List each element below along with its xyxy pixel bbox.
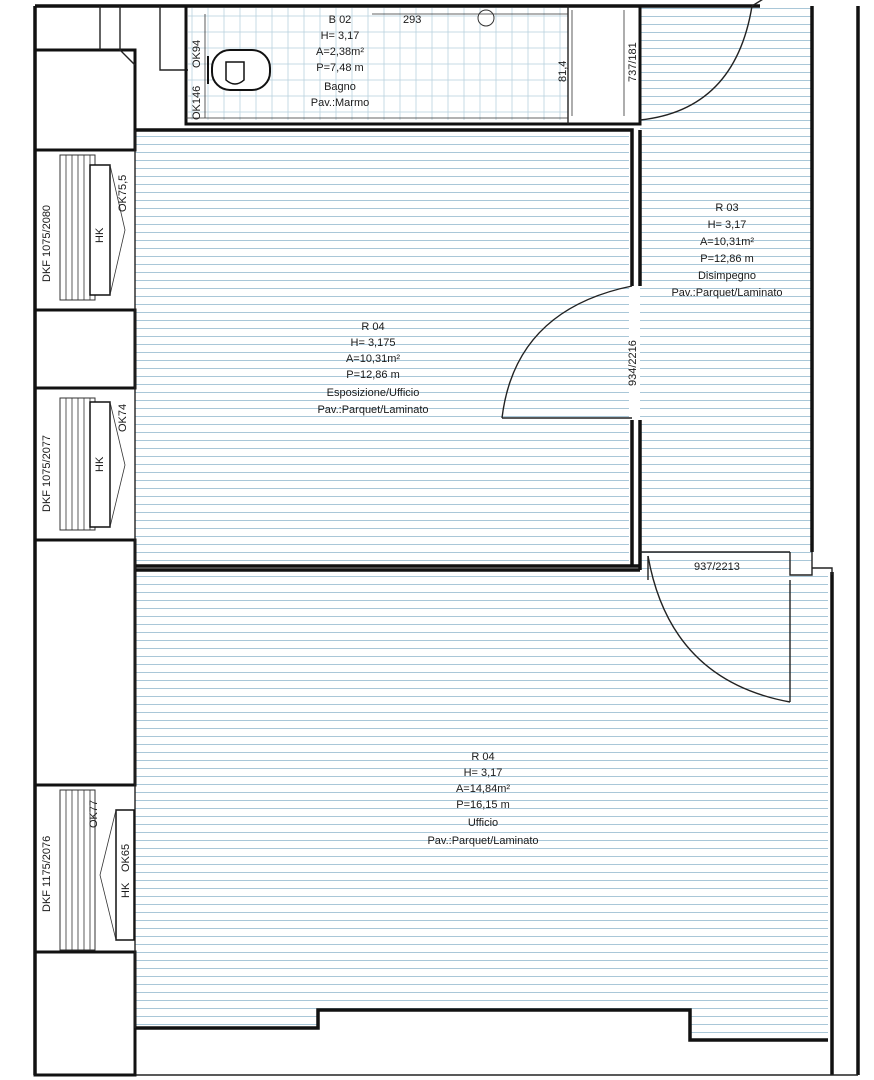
esposizione-height: H= 3,175: [351, 337, 396, 349]
window-1-dkf: DKF 1075/2080: [41, 205, 53, 282]
interior-walls: [134, 128, 833, 1028]
bagno-perimeter: P=7,48 m: [316, 62, 363, 74]
disimpegno-height: H= 3,17: [708, 219, 747, 231]
room-label-disimpegno: R 03 H= 3,17 A=10,31m² P=12,86 m Disimpe…: [671, 202, 782, 299]
wall-blocks: [33, 6, 188, 1077]
bagno-walls: [184, 4, 642, 126]
room-label-bagno: B 02 H= 3,17 A=2,38m² P=7,48 m Bagno Pav…: [311, 14, 369, 109]
bagno-area: A=2,38m²: [316, 46, 364, 58]
window-1-hk: HK: [94, 227, 106, 243]
esposizione-use: Esposizione/Ufficio: [327, 387, 420, 399]
ufficio-floor-type: Pav.:Parquet/Laminato: [427, 835, 538, 847]
ufficio-use: Ufficio: [468, 817, 498, 829]
window-3: [59, 789, 135, 951]
esposizione-floor: [135, 130, 629, 562]
ufficio-height: H= 3,17: [464, 767, 503, 779]
dim-ok-bath-1: OK146: [191, 86, 203, 120]
esposizione-code: R 04: [361, 321, 384, 333]
toilet-icon: [207, 49, 271, 91]
window-3-ok: OK77: [88, 800, 100, 828]
bagno-height: H= 3,17: [321, 30, 360, 42]
ufficio-code: R 04: [471, 751, 494, 763]
dim-ok-bath-2: OK94: [191, 40, 203, 68]
disimpegno-area: A=10,31m²: [700, 236, 754, 248]
room-label-ufficio: R 04 H= 3,17 A=14,84m² P=16,15 m Ufficio…: [427, 751, 538, 847]
dim-bath-door: 737/181: [627, 42, 639, 82]
esposizione-floor-type: Pav.:Parquet/Laminato: [317, 404, 428, 416]
window-2-dkf: DKF 1075/2077: [41, 435, 53, 512]
disimpegno-floor-type: Pav.:Parquet/Laminato: [671, 287, 782, 299]
dim-door-r03-r04: 934/2216: [627, 340, 639, 386]
window-3-ok2: OK65: [120, 844, 132, 872]
dim-bath-depth: 81,4: [557, 61, 569, 82]
window-2: [59, 397, 126, 531]
door-swings: [501, 0, 791, 703]
floor-drain-icon: [477, 9, 495, 27]
window-3-hk: HK: [120, 882, 132, 898]
bagno-code: B 02: [329, 14, 352, 26]
disimpegno-floor: [640, 8, 812, 564]
ufficio-perimeter: P=16,15 m: [456, 799, 510, 811]
window-1: [59, 154, 126, 301]
dim-bath-width: 293: [403, 14, 421, 26]
window-1-ok: OK75,5: [117, 175, 129, 212]
room-label-esposizione: R 04 H= 3,175 A=10,31m² P=12,86 m Esposi…: [317, 321, 428, 416]
ufficio-floor: [135, 552, 828, 1040]
window-3-dkf: DKF 1175/2076: [41, 836, 53, 912]
disimpegno-use: Disimpegno: [698, 270, 756, 282]
disimpegno-perimeter: P=12,86 m: [700, 253, 754, 265]
esposizione-perimeter: P=12,86 m: [346, 369, 400, 381]
ufficio-area: A=14,84m²: [456, 783, 510, 795]
bagno-floor-type: Pav.:Marmo: [311, 97, 369, 109]
bagno-use: Bagno: [324, 81, 356, 93]
dim-door-ufficio: 937/2213: [694, 561, 740, 573]
disimpegno-code: R 03: [715, 202, 738, 214]
window-2-hk: HK: [94, 456, 106, 472]
window-2-ok: OK74: [117, 404, 129, 432]
esposizione-area: A=10,31m²: [346, 353, 400, 365]
